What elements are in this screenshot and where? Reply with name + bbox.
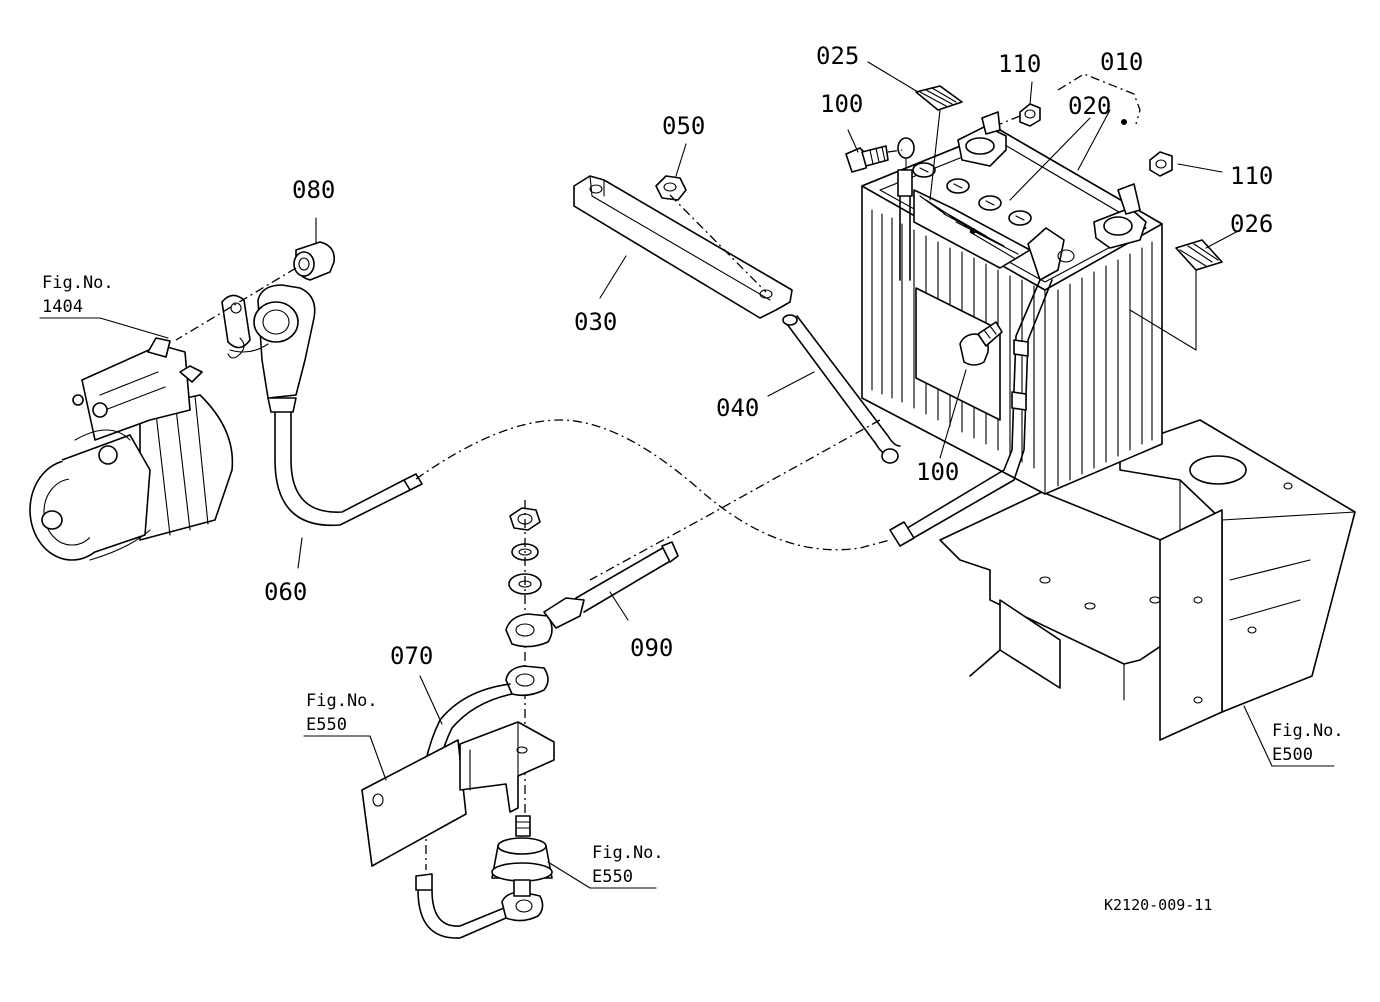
bolt-100-lower [959, 321, 1003, 366]
starter-motor [29, 337, 234, 561]
label-100-upper: 100 [820, 90, 863, 118]
nut-110-upper [999, 103, 1041, 127]
label-100-lower: 100 [916, 458, 959, 486]
leader-lines [39, 61, 1335, 889]
starter-cable-060 [221, 284, 891, 551]
battery-positive-cable [897, 137, 915, 281]
label-020: 020 [1068, 92, 1111, 120]
label-025: 025 [816, 42, 859, 70]
label-050: 050 [662, 112, 705, 140]
label-060: 060 [264, 578, 307, 606]
battery-stand [939, 419, 1356, 741]
fig-ref-bracket-line1: Fig.No. [306, 691, 378, 711]
hold-down-nut-050 [655, 175, 767, 293]
battery-ground-cable [889, 227, 1075, 547]
nut-080 [175, 241, 336, 341]
fig-ref-stand-line1: Fig.No. [1272, 721, 1344, 741]
label-070: 070 [390, 642, 433, 670]
fig-ref-bracket-line2: E550 [306, 715, 347, 735]
label-plate-025 [915, 85, 963, 201]
battery-hold-down-bracket-030 [573, 175, 793, 319]
fig-ref-starter-line1: Fig.No. [42, 273, 114, 293]
positive-terminal-cover [957, 111, 1007, 167]
label-040: 040 [716, 394, 759, 422]
fig-ref-fuse-line2: E550 [592, 867, 633, 887]
label-110-upper: 110 [998, 50, 1041, 78]
nut-110-right [1149, 151, 1173, 177]
label-090: 090 [630, 634, 673, 662]
drawing-code: K2120-009-11 [1104, 896, 1212, 914]
fig-ref-fuse-line1: Fig.No. [592, 843, 664, 863]
fig-ref-stand-line2: E500 [1272, 745, 1313, 765]
fusible-link-e550 [491, 815, 553, 897]
ground-cable-090 [505, 541, 679, 648]
label-030: 030 [574, 308, 617, 336]
label-026: 026 [1230, 210, 1273, 238]
label-010: 010 [1100, 48, 1143, 76]
fig-ref-starter-line2: 1404 [42, 297, 83, 317]
negative-terminal-cover [1093, 183, 1147, 249]
bracket-dot [1121, 119, 1127, 125]
mounting-bracket-e550 [361, 721, 555, 867]
label-plate-026 [1129, 239, 1223, 351]
battery-label-020 [913, 189, 1031, 269]
bolt-100-upper [845, 145, 903, 173]
label-110-right: 110 [1230, 162, 1273, 190]
battery-set-bracket [1057, 73, 1141, 125]
label-080: 080 [292, 176, 335, 204]
hold-down-rod-040 [589, 314, 901, 581]
